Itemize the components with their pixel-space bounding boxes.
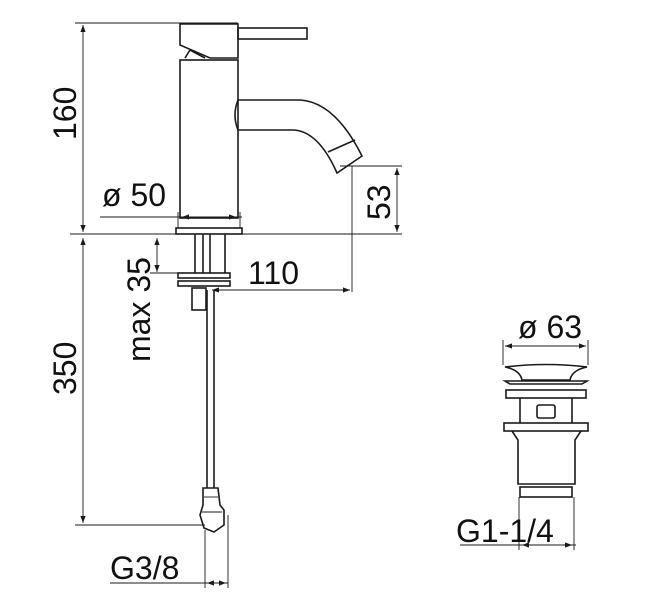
dimension-lines [70,22,402,588]
dim-110-label: 110 [248,255,299,291]
dim-g38-label: G3/8 [110,550,179,586]
dim-diameter-63-label: ø 63 [518,309,582,345]
dim-g1-1-4-label: G1-1/4 [456,513,554,549]
dim-diameter-50-label: ø 50 [102,177,166,213]
drain-outline [460,340,590,550]
dim-53-label: 53 [361,184,397,220]
dim-350-label: 350 [47,342,83,395]
dim-max-35-label: max 35 [121,257,157,362]
dim-160-label: 160 [47,87,83,140]
